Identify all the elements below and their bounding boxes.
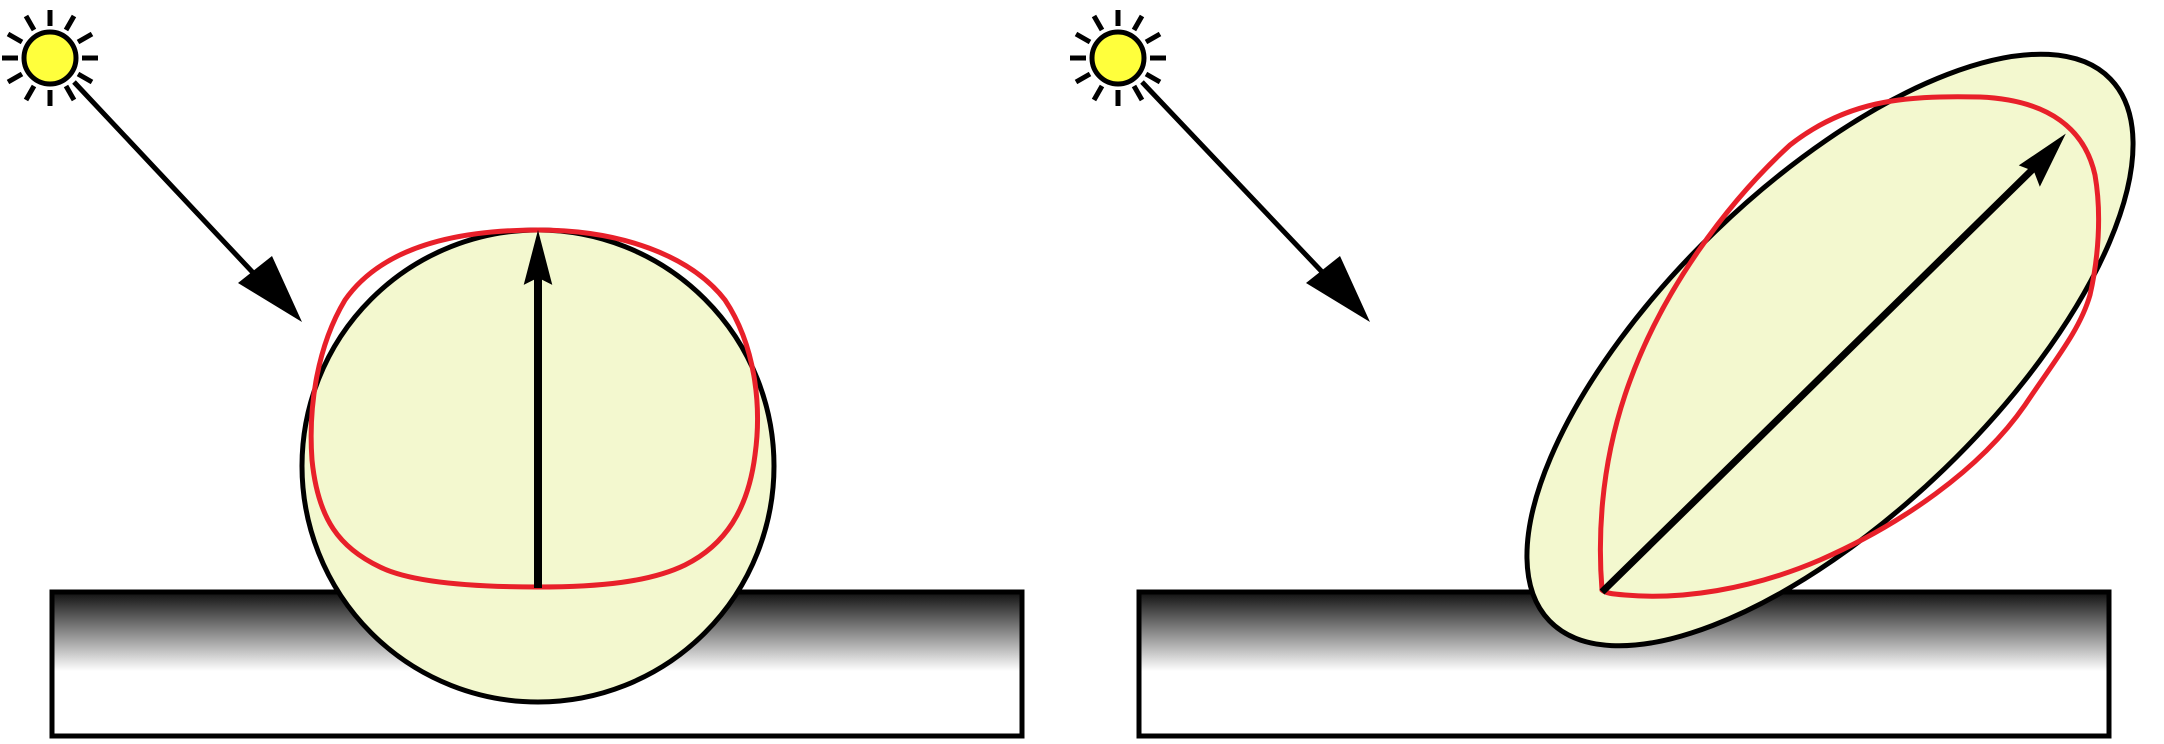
normal-arrowhead: [523, 230, 553, 285]
incoming-light-arrow: [72, 80, 260, 280]
sun-icon: [1070, 10, 1166, 106]
incoming-light-arrow: [1140, 80, 1327, 277]
sun-icon: [2, 10, 98, 106]
diffuse-panel: [2, 10, 1025, 739]
incoming-light-arrowhead: [238, 256, 302, 322]
reflection-arrowhead: [2018, 133, 2066, 187]
reflection-arrow: [1599, 164, 2038, 595]
specular-panel: [1070, 10, 2136, 739]
sampled-lobe-curve: [308, 227, 760, 590]
incoming-light-arrowhead: [1306, 256, 1370, 322]
sampled-lobe-curve: [1597, 94, 2102, 599]
